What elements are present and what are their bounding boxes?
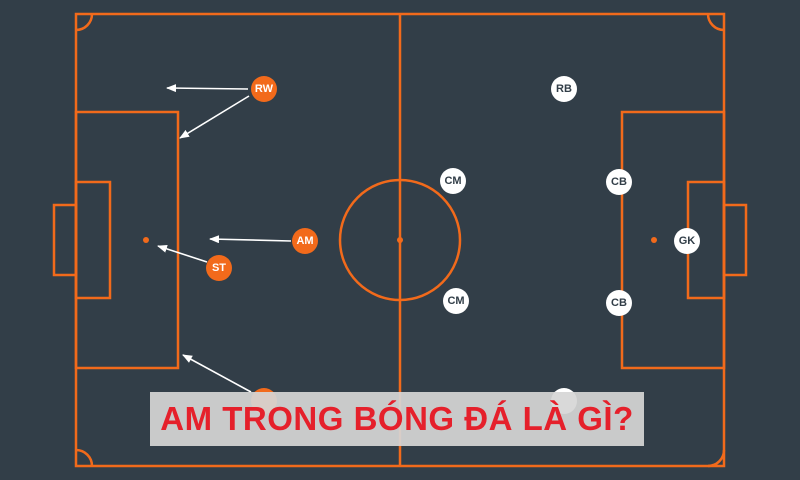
left-goal [52, 203, 78, 277]
player-cm-top: CM [440, 168, 466, 194]
player-rw: RW [251, 76, 277, 102]
run-arrow-am [209, 235, 292, 244]
player-st: ST [206, 255, 232, 281]
corner-arc-bottom-right [707, 449, 726, 468]
player-am: AM [292, 228, 318, 254]
player-rb: RB [551, 76, 577, 102]
run-arrow-rw-inside [179, 95, 250, 139]
center-circle [338, 178, 462, 302]
player-cb-bottom: CB [606, 290, 632, 316]
corner-arc-top-right [706, 13, 725, 32]
run-arrow-st [157, 244, 208, 263]
left-penalty-spot [143, 237, 149, 243]
title-banner: AM TRONG BÓNG ĐÁ LÀ GÌ? [150, 392, 644, 446]
center-spot [397, 237, 403, 243]
run-arrow-lw [182, 354, 252, 393]
right-goal [722, 203, 748, 277]
player-cb-top: CB [606, 169, 632, 195]
player-gk: GK [674, 228, 700, 254]
player-cm-bottom: CM [443, 288, 469, 314]
right-penalty-spot [651, 237, 657, 243]
run-arrow-rw-wide [166, 84, 249, 93]
corner-arc-bottom-left [75, 448, 94, 467]
corner-arc-top-left [75, 13, 94, 32]
right-penalty-box [620, 110, 726, 370]
left-penalty-box [74, 110, 180, 370]
left-goal-box [74, 180, 112, 300]
banner-title: AM TRONG BÓNG ĐÁ LÀ GÌ? [160, 400, 634, 437]
